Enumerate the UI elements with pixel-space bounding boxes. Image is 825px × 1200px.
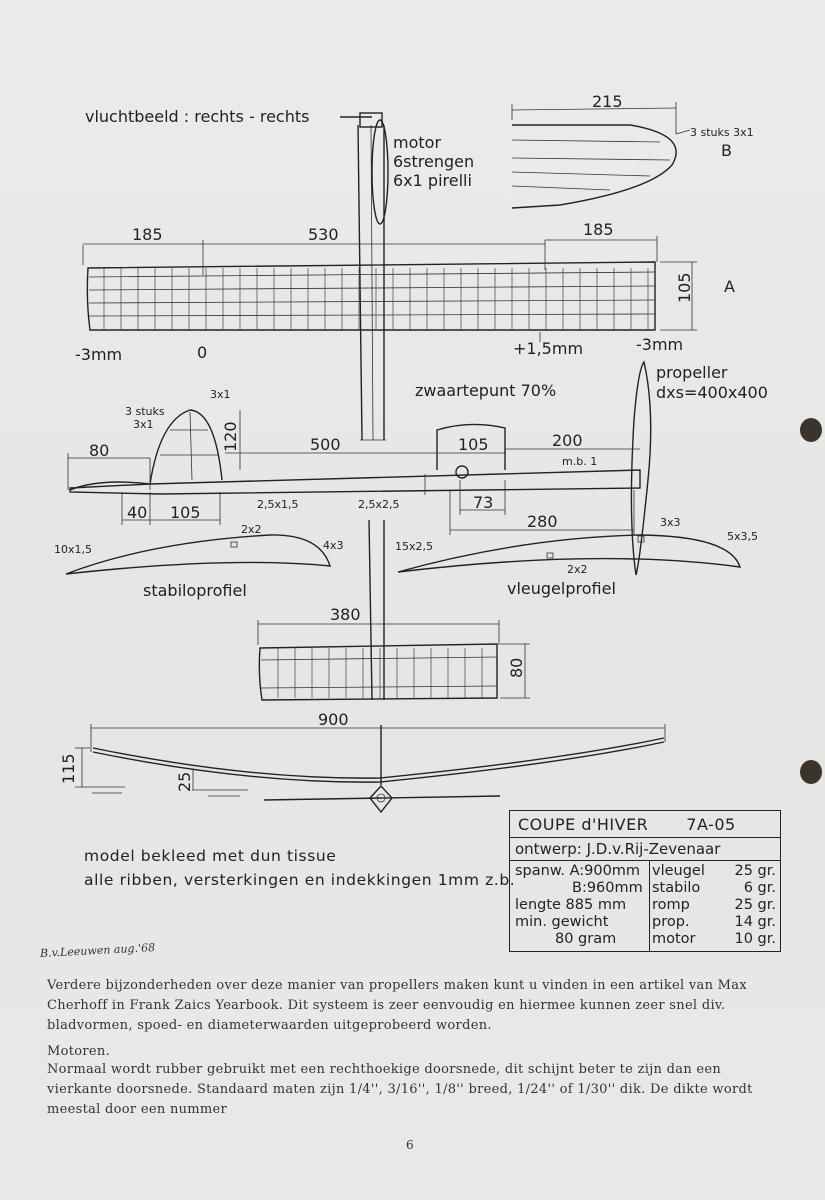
designer-row: ontwerp: J.D.v.Rij-Zevenaar	[510, 838, 780, 861]
motor-strands-label: 6strengen	[393, 152, 474, 171]
binder-hole-top	[800, 418, 822, 442]
stab-profile-label: stabiloprofiel	[143, 581, 247, 600]
fin-note: 3 stuks	[125, 405, 165, 418]
span-a: spanw. A:900mm	[515, 863, 641, 879]
weight-row: stabilo 6 gr.	[652, 880, 776, 897]
stab-profile-drawing	[65, 534, 331, 575]
fuselage-side-view	[67, 409, 641, 535]
wing-dim-left: 185	[132, 225, 163, 244]
weight-value: 10 gr.	[734, 931, 776, 947]
page-number: 6	[406, 1138, 414, 1152]
length: lengte 885 mm	[515, 897, 627, 913]
wing-top-view	[82, 236, 697, 342]
motor-peg-label: m.b. 1	[562, 455, 597, 468]
wing-dim-right: 185	[583, 220, 614, 239]
wingtip-detail	[511, 102, 691, 209]
stab-leading-edge: 10x1,5	[54, 543, 92, 556]
wing-profile-drawing	[397, 534, 742, 573]
spec-weights: vleugel 25 gr. stabilo 6 gr. romp 25 gr. pr…	[650, 861, 780, 951]
motor-label: motor	[393, 133, 441, 152]
fuselage-top-view	[340, 112, 389, 441]
model-code: 7A-05	[686, 814, 736, 834]
tail-dim-105: 105	[170, 503, 201, 522]
stabilizer-top-view	[257, 519, 530, 701]
pylon-dim-73: 73	[473, 493, 493, 512]
tip-width-dim: 215	[592, 92, 623, 111]
min-weight-value: 80 gram	[555, 931, 617, 947]
paragraph-motors: Normaal wordt rubber gebruikt met een re…	[47, 1062, 753, 1117]
pylon-dim: 105	[458, 435, 489, 454]
min-weight-label: min. gewicht	[515, 914, 609, 930]
span-b: B:960mm	[572, 880, 643, 896]
weight-part: prop.	[652, 914, 690, 930]
weight-part: romp	[652, 897, 690, 913]
wing-zero-mark: 0	[197, 343, 207, 362]
paragraph-propellers: Verdere bijzonderheden over deze manier …	[47, 978, 747, 1033]
weight-row: vleugel 25 gr.	[652, 863, 776, 880]
stab-spar: 2x2	[241, 523, 262, 536]
longeron-size-1: 2,5x1,5	[257, 498, 299, 511]
wing-leading-edge: 15x2,5	[395, 540, 433, 553]
section-heading-motors: Motoren.	[47, 1044, 111, 1059]
stab-chord-dim: 80	[507, 658, 526, 678]
stab-span-dim: 380	[330, 605, 361, 624]
fin-top-size: 3x1	[210, 388, 231, 401]
weight-part: stabilo	[652, 880, 701, 896]
spec-title-row: COUPE d'HIVER 7A-05	[510, 811, 780, 838]
tip-view-label: B	[721, 141, 732, 160]
weight-part: vleugel	[652, 863, 705, 879]
flight-pattern-label: vluchtbeeld : rechts - rechts	[85, 107, 309, 126]
propeller-size: dxs=400x400	[656, 383, 768, 402]
ribs-note: alle ribben, versterkingen en indekkinge…	[84, 871, 516, 889]
stab-trailing-edge: 4x3	[323, 539, 344, 552]
model-name: COUPE d'HIVER	[518, 814, 649, 834]
spec-table: COUPE d'HIVER 7A-05 ontwerp: J.D.v.Rij-Z…	[509, 810, 781, 952]
washout-left: -3mm	[75, 345, 122, 364]
stab-dihedral-dim: 25	[175, 772, 194, 792]
tail-dim-40: 40	[127, 503, 147, 522]
wing-view-label: A	[724, 277, 735, 296]
spar-size: 3x3	[660, 516, 681, 529]
front-view	[75, 724, 666, 814]
weight-value: 6 gr.	[743, 880, 776, 896]
propeller-blade	[630, 360, 652, 576]
front-span-dim: 900	[318, 710, 349, 729]
weight-row: motor 10 gr.	[652, 931, 776, 948]
washout-right: -3mm	[636, 335, 683, 354]
weight-value: 25 gr.	[734, 863, 776, 879]
nose-section-dim: 200	[552, 431, 583, 450]
washin-mark: +1,5mm	[513, 339, 583, 358]
tip-note: 3 stuks 3x1	[690, 126, 754, 139]
nose-dim: 80	[89, 441, 109, 460]
nose-dim-280: 280	[527, 512, 558, 531]
cg-label: zwaartepunt 70%	[415, 381, 556, 400]
motor-rubber-label: 6x1 pirelli	[393, 171, 472, 190]
covering-note: model bekleed met dun tissue	[84, 847, 337, 865]
fin-height-dim: 120	[221, 421, 240, 452]
weight-value: 25 gr.	[734, 897, 776, 913]
spec-dimensions: spanw. A:900mm B:960mm lengte 885 mm min…	[510, 861, 650, 951]
dihedral-dim: 115	[59, 753, 78, 784]
wing-dim-center: 530	[308, 225, 339, 244]
propeller-label: propeller	[656, 363, 728, 382]
binder-hole-bottom	[800, 760, 822, 784]
weight-row: romp 25 gr.	[652, 897, 776, 914]
wing-chord-dim: 105	[675, 272, 694, 303]
weight-value: 14 gr.	[734, 914, 776, 930]
weight-row: prop. 14 gr.	[652, 914, 776, 931]
fuselage-dim-500: 500	[310, 435, 341, 454]
longeron-size-2: 2,5x2,5	[358, 498, 400, 511]
weight-part: motor	[652, 931, 696, 947]
wing-spar: 2x2	[567, 563, 588, 576]
wing-profile-label: vleugelprofiel	[507, 579, 616, 598]
fin-note-size: 3x1	[133, 418, 154, 431]
wing-trailing-edge: 5x3,5	[727, 530, 758, 543]
